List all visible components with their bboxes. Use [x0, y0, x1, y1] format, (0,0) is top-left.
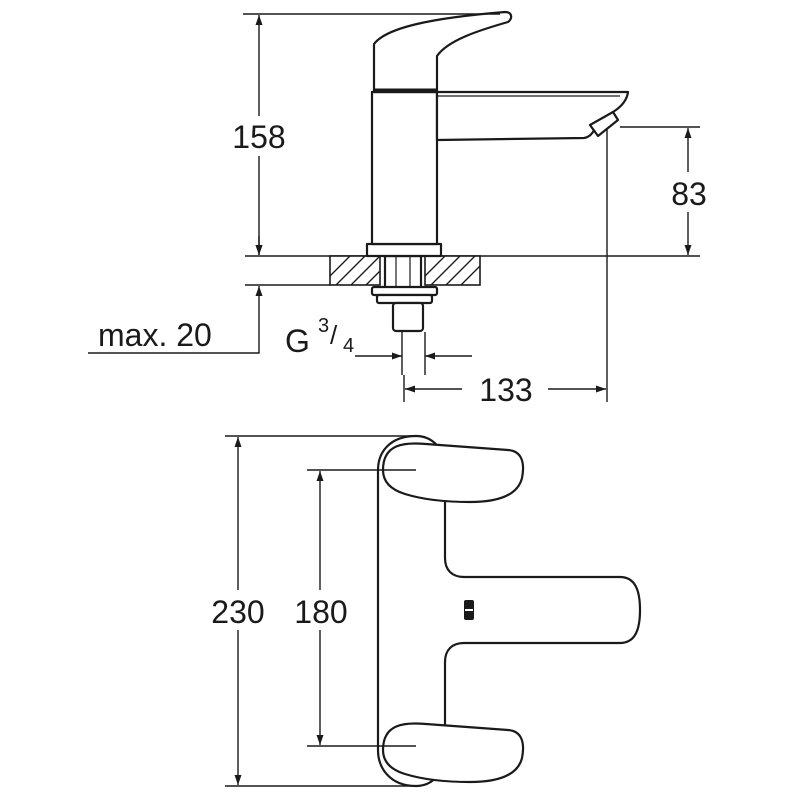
reach-label: 133 [479, 372, 532, 408]
overall-length-label: 230 [211, 594, 264, 630]
max-thickness-label: max. 20 [98, 317, 212, 353]
spout-height-dimension: 83 [620, 126, 718, 255]
counter-section-left [329, 255, 381, 286]
overall-length-dimension: 230 [200, 435, 416, 787]
top-view: 230 180 [200, 434, 642, 788]
faucet-top-outline [376, 434, 642, 788]
thread-dimension: G 3 / 4 [285, 315, 472, 375]
thread-label-g: G [285, 323, 310, 359]
counter-section-right [424, 255, 481, 286]
max-thickness-dimension: max. 20 [88, 236, 263, 354]
thread-fraction-numerator: 3 [318, 315, 329, 337]
side-view: 158 83 max. 20 G 3 / 4 [88, 10, 718, 408]
supply-pipe [391, 301, 425, 333]
mounting-shank [383, 254, 423, 290]
reach-dimension: 133 [403, 128, 608, 408]
thread-fraction-denominator: 4 [343, 335, 354, 357]
centers-label: 180 [294, 594, 347, 630]
lock-nut [370, 285, 439, 305]
thread-fraction-slash: / [330, 320, 338, 350]
spout-height-label: 83 [671, 176, 707, 212]
faucet-body [365, 10, 630, 258]
height-dimension: 158 [220, 13, 500, 255]
centers-dimension: 180 [284, 469, 416, 747]
height-label: 158 [232, 119, 285, 155]
